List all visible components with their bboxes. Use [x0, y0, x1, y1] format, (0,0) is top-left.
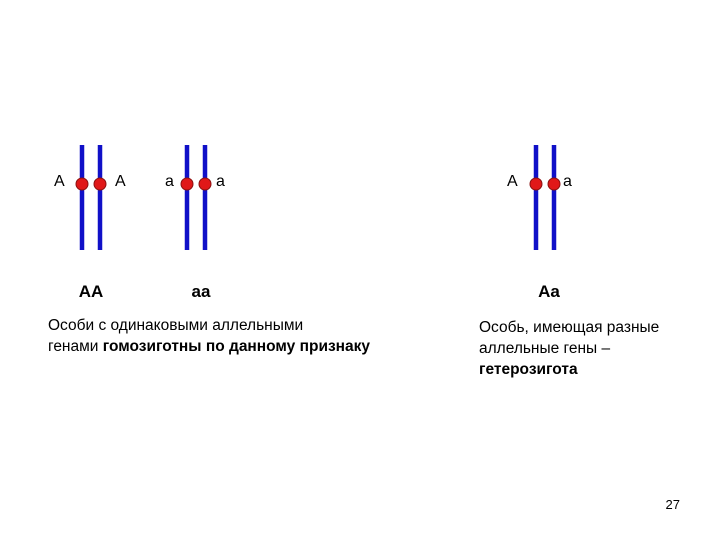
allele-label: a: [563, 173, 572, 190]
allele-label: a: [216, 173, 225, 190]
chromosome-pair-homo-dominant: A A: [54, 145, 126, 250]
allele-label: A: [507, 173, 518, 190]
caption-emphasis: гомозиготны по данному признаку: [102, 338, 371, 355]
gene-locus: [75, 177, 89, 191]
heterozygous-caption: Особь, имеющая разные аллельные гены – г…: [479, 317, 709, 380]
allele-label: a: [165, 173, 174, 190]
caption-line: Особи с одинаковыми аллельными: [48, 317, 304, 334]
caption-emphasis: гетерозигота: [479, 361, 578, 378]
genotype-label-Aa: Aa: [538, 282, 560, 301]
genotype-label-AA: AA: [78, 282, 104, 301]
caption-line: аллельные гены –: [479, 340, 611, 357]
gene-locus: [93, 177, 107, 191]
chromosome-pair-heterozygous: A a: [507, 145, 572, 250]
caption-line: Особь, имеющая разные: [479, 319, 660, 336]
allele-label: A: [115, 173, 126, 190]
caption-line: генами гомозиготны по данному признаку: [48, 336, 448, 357]
gene-locus: [180, 177, 194, 191]
page-number: 27: [665, 497, 680, 512]
genotype-label-aa: aa: [191, 282, 211, 301]
homozygous-caption: Особи с одинаковыми аллельными генами го…: [48, 315, 448, 357]
caption-text: генами: [48, 338, 103, 355]
gene-locus: [547, 177, 561, 191]
chromosome-pair-homo-recessive: a a: [165, 145, 225, 250]
allele-label: A: [54, 173, 65, 190]
gene-locus: [529, 177, 543, 191]
gene-locus: [198, 177, 212, 191]
